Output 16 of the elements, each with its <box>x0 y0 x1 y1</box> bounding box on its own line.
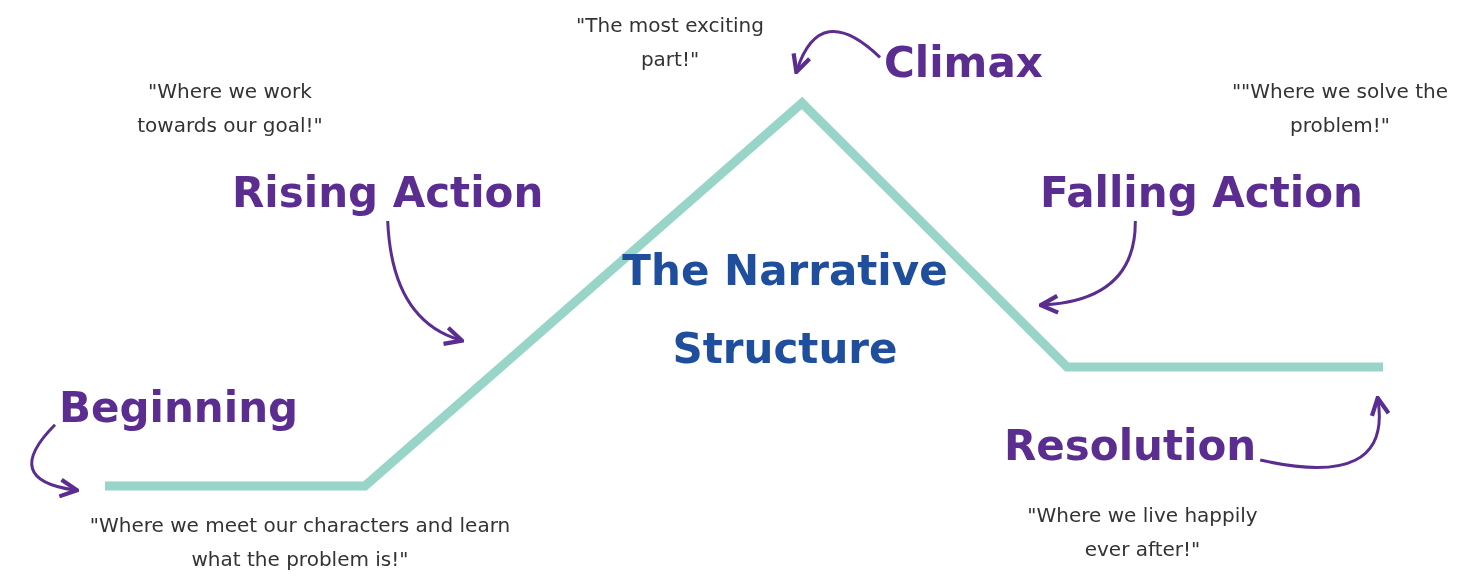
diagram-title: The Narrative Structure <box>621 245 949 375</box>
quote-text: ""Where we solve the problem!" <box>1230 78 1450 139</box>
curved-arrow <box>1038 220 1137 315</box>
quote-text: "Where we live happily ever after!" <box>1026 502 1259 563</box>
curved-arrow <box>792 30 881 75</box>
stage-heading: Falling Action <box>1036 165 1367 221</box>
quote-text: "The most exciting part!" <box>575 12 765 73</box>
quote-text: "Where we meet our characters and learn what the problem is!" <box>88 512 512 573</box>
quote-text: "Where we work towards our goal!" <box>136 78 324 139</box>
stage-heading: Climax <box>880 35 1047 91</box>
curved-arrow <box>30 423 80 498</box>
stage-heading: Rising Action <box>228 165 548 221</box>
curved-arrow <box>386 220 465 346</box>
curved-arrow <box>1259 395 1390 469</box>
stage-heading: Beginning <box>55 380 303 436</box>
stage-heading: Resolution <box>1000 418 1261 474</box>
